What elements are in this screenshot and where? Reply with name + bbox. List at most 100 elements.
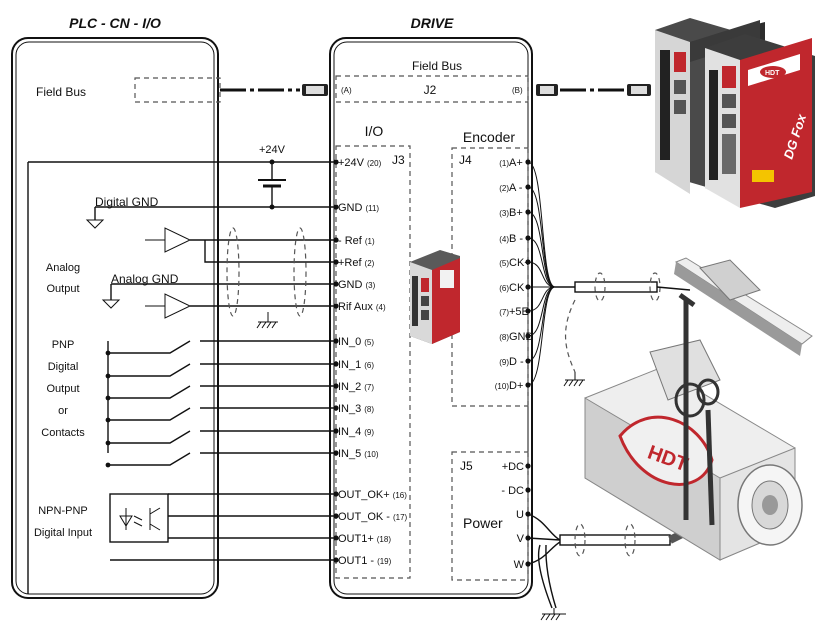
j3-pin-label: IN_3(8)	[338, 403, 374, 415]
drive-brand-logo: HDT	[765, 70, 780, 77]
switch-contact	[108, 452, 336, 466]
j4-pin-number: (10)	[495, 382, 510, 391]
pnp-label-3: Output	[46, 383, 79, 395]
j3-pin-label: OUT_OK -(17)	[338, 511, 408, 523]
j3-pin-label: IN_1(6)	[338, 359, 374, 371]
switch-contact	[108, 363, 336, 377]
j3-pin-number: (6)	[364, 361, 374, 370]
j2-label: J2	[424, 83, 437, 97]
j2-b-label: (B)	[512, 86, 523, 95]
j4-pin-label: D+	[509, 380, 523, 392]
j3-pin-label: IN_5(10)	[338, 448, 379, 460]
io-label: I/O	[365, 123, 384, 139]
j4-pin-label: +5E	[509, 306, 529, 318]
j4-pin-label: B+	[509, 207, 523, 219]
j3-pin-label: GND(3)	[338, 279, 376, 291]
analog-amplifiers	[101, 227, 336, 329]
digital-gnd-wire	[85, 206, 336, 229]
switch-contact	[108, 340, 336, 354]
switch-node	[105, 440, 111, 446]
switch-contact	[108, 430, 336, 444]
encoder-wire	[527, 211, 556, 288]
j5-pin-label: - DC	[501, 485, 524, 497]
j4-pin-number: (4)	[499, 235, 509, 244]
j3-pin-label: IN_4(9)	[338, 426, 374, 438]
pnp-label-5: Contacts	[41, 427, 85, 439]
encoder-cable	[555, 272, 691, 387]
switch-contact	[108, 385, 336, 399]
j4-pin-number: (8)	[499, 333, 509, 342]
j5-pin-label: W	[514, 559, 525, 571]
j3-pin-number: (19)	[377, 557, 392, 566]
optocoupler	[109, 493, 336, 561]
j4-pin-number: (3)	[499, 209, 509, 218]
switch-node	[105, 395, 111, 401]
linear-scale-image	[674, 257, 813, 356]
j4-pin-label: CK -	[509, 282, 531, 294]
field-bus-cable	[220, 84, 651, 96]
analog-gnd-label: Analog GND	[111, 272, 179, 286]
encoder-wire	[527, 237, 556, 288]
j3-pin-number: (1)	[365, 237, 375, 246]
npn-label-1: NPN-PNP	[38, 505, 88, 517]
j4-pin-label: D -	[509, 356, 524, 368]
supply-24v-label: +24V	[259, 144, 286, 156]
j4-pin-label: CK+	[509, 257, 531, 269]
switch-contact	[108, 407, 336, 421]
j3-pin-number: (10)	[364, 450, 379, 459]
pnp-label-4: or	[58, 405, 68, 417]
j3-pin-label: OUT1 -(19)	[338, 555, 392, 567]
j3-pin-number: (17)	[393, 513, 408, 522]
j5-label: J5	[460, 459, 473, 473]
j4-pin-number: (2)	[499, 184, 509, 193]
j3-pin-label: - Ref(1)	[338, 235, 375, 247]
j4-connector	[451, 147, 529, 407]
j3-pin-number: (20)	[367, 159, 382, 168]
j5-pin-label: V	[517, 533, 525, 545]
analog-output-label-2: Output	[46, 283, 79, 295]
drive-field-bus-label: Field Bus	[412, 59, 462, 73]
j4-pin-label: A+	[509, 157, 523, 169]
j3-pin-number: (9)	[364, 428, 374, 437]
switch-node	[105, 350, 111, 356]
pnp-label-1: PNP	[52, 339, 75, 351]
j3-pin-label: IN_0(5)	[338, 336, 374, 348]
j3-pin-label: OUT_OK+(16)	[338, 489, 407, 501]
j5-pin-dot	[525, 463, 531, 469]
drive-title: DRIVE	[411, 15, 454, 31]
j3-pin-label: GND(11)	[338, 202, 379, 214]
plc-field-bus-label: Field Bus	[36, 85, 86, 99]
motor-image: HDT	[584, 300, 803, 561]
encoder-wire	[527, 286, 556, 386]
j4-pins: (1)A+(2)A -(3)B+(4)B -(5)CK+(6)CK -(7)+5…	[495, 157, 556, 392]
encoder-label: Encoder	[463, 129, 515, 145]
j4-pin-number: (5)	[499, 259, 509, 268]
j3-pin-number: (3)	[365, 281, 375, 290]
j4-pin-number: (6)	[499, 284, 509, 293]
j5-pin-label: U	[516, 509, 524, 521]
supply-24v: +24V	[27, 144, 336, 594]
switch-node	[105, 373, 111, 379]
drive-product-image: HDT DG Fox	[655, 18, 815, 208]
j4-pin-number: (9)	[499, 358, 509, 367]
j3-pin-number: (7)	[364, 383, 374, 392]
j2-a-label: (A)	[341, 86, 352, 95]
encoder-wire	[527, 161, 556, 288]
j4-label: J4	[459, 153, 472, 167]
encoder-wire	[527, 261, 556, 288]
j3-pin-label: +24V(20)	[338, 157, 382, 169]
j3-pin-number: (2)	[365, 259, 375, 268]
encoder-wire	[527, 186, 556, 288]
switch-node	[105, 462, 111, 468]
switch-node	[105, 417, 111, 423]
pnp-switches	[105, 340, 336, 468]
j3-pin-label: Rif Aux(4)	[338, 301, 386, 313]
j3-pin-number: (16)	[393, 491, 408, 500]
j3-pin-number: (5)	[364, 338, 374, 347]
j3-pin-number: (8)	[364, 405, 374, 414]
drive-thumbnail-image	[410, 250, 460, 344]
analog-output-label-1: Analog	[46, 262, 80, 274]
j3-pin-number: (18)	[377, 535, 392, 544]
j5-pin-label: +DC	[502, 461, 524, 473]
